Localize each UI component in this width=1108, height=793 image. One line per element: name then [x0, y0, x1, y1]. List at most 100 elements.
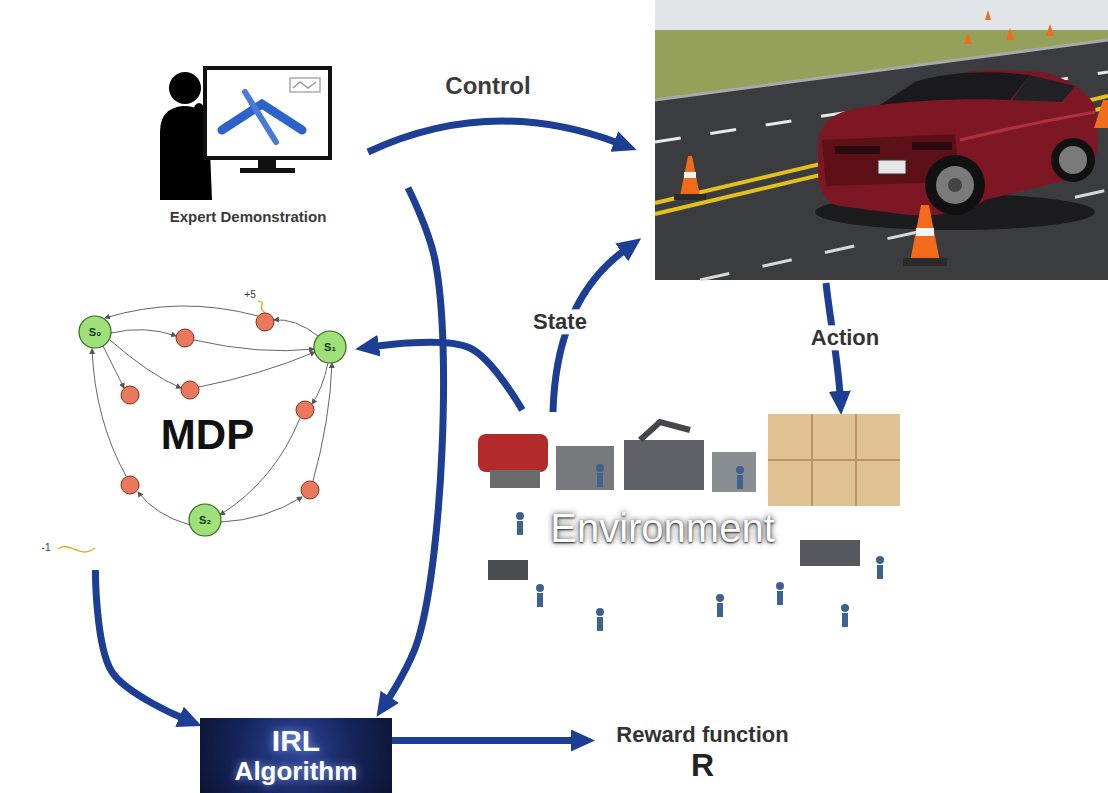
- factory-scene: [490, 470, 540, 488]
- expert-icon: [169, 72, 201, 104]
- driving-scene: [1051, 138, 1095, 182]
- driving-scene: [948, 178, 962, 192]
- factory-scene: [517, 521, 523, 535]
- mdp-graph: [199, 352, 315, 387]
- node-caption: Expert Demonstration: [170, 208, 327, 226]
- driving-scene: [684, 172, 696, 178]
- mdp-graph: [138, 492, 190, 525]
- mdp-graph: [274, 320, 318, 336]
- expert-icon: [293, 82, 316, 88]
- mdp-state: [79, 316, 111, 348]
- mdp-graph: [312, 363, 328, 404]
- mdp-graph: [313, 363, 332, 481]
- mdp-graph: [105, 306, 258, 318]
- driving-scene: [1012, 75, 1075, 102]
- arrow-label: Action: [807, 325, 883, 350]
- mdp-graph: [194, 340, 314, 351]
- driving-scene: [936, 166, 974, 204]
- node-title: Environment: [550, 506, 775, 550]
- mdp-action: [296, 401, 314, 419]
- flow-arrow: [388, 188, 444, 700]
- state-id: S₁: [324, 341, 336, 354]
- factory-scene: [597, 473, 603, 487]
- factory-scene: [640, 422, 690, 440]
- driving-scene: [674, 194, 706, 200]
- factory-scene: [777, 591, 783, 605]
- mdp-action: [256, 313, 274, 331]
- factory-scene: [624, 440, 704, 490]
- factory-scene: [712, 452, 756, 492]
- flow-arrow: [392, 737, 575, 744]
- actor-node: Expert Demonstration: [88, 55, 408, 232]
- driving-scene: [1046, 24, 1054, 36]
- reward-value: +5: [244, 289, 255, 301]
- environment-blob-shape: [465, 410, 905, 642]
- driving-scene: [912, 142, 952, 150]
- output-node: Reward functionR: [595, 718, 810, 793]
- driving-scene: [880, 72, 1030, 105]
- expert-icon: [290, 78, 320, 92]
- driving-scene: [680, 156, 700, 196]
- state-diagram: MDP: [60, 300, 355, 570]
- factory-scene: [876, 556, 884, 564]
- factory-scene: [516, 464, 884, 631]
- factory-scene: [556, 446, 614, 490]
- driving-scene: [835, 146, 880, 154]
- reward-squiggle: [258, 301, 265, 313]
- driving-scene: [985, 10, 991, 20]
- expert-icon: [240, 168, 295, 173]
- arrow-label: State: [529, 309, 591, 334]
- driving-scene: [960, 112, 1095, 140]
- algorithm-box: IRLAlgorithm: [200, 718, 392, 793]
- expert-icon: [245, 92, 276, 142]
- factory-scene: [478, 434, 548, 472]
- state-id: S₂: [199, 514, 211, 527]
- mdp-action: [121, 313, 319, 499]
- reward-value: -1: [42, 542, 51, 554]
- flow-arrow: [368, 121, 618, 152]
- state-diagram-shape: [65, 305, 353, 562]
- environment-blob: Environment: [460, 410, 905, 645]
- mdp-graph: [110, 340, 181, 388]
- flow-arrow: [95, 570, 183, 718]
- mdp-graph: [92, 349, 126, 476]
- factory-scene: [877, 565, 883, 579]
- reward-squiggle: [58, 547, 95, 552]
- mdp-action: [181, 381, 199, 399]
- expert-icon: [160, 68, 330, 200]
- mdp-graph: [103, 346, 124, 388]
- node-subtitle: Algorithm: [235, 757, 358, 786]
- driving-scene: [1059, 146, 1087, 174]
- factory-scene: [716, 594, 724, 602]
- expert-icon: [258, 158, 276, 168]
- factory-scene: [800, 540, 860, 566]
- factory-scene: [537, 593, 543, 607]
- driving-scene: [878, 160, 906, 174]
- driving-scene: [1006, 28, 1014, 40]
- factory-scene: [841, 604, 849, 612]
- driving-scene: [1094, 100, 1108, 128]
- factory-scene: [596, 608, 604, 616]
- factory-scene: [737, 475, 743, 489]
- driving-scene: [916, 228, 934, 236]
- factory-scene: [478, 414, 900, 631]
- mdp-graph: [221, 497, 302, 522]
- mdp-state: [314, 331, 346, 363]
- factory-scene: [536, 584, 544, 592]
- mdp-graph: [111, 330, 176, 336]
- factory-scene: [488, 560, 528, 580]
- mdp-state: [79, 316, 346, 536]
- factory-scene: [736, 466, 744, 474]
- node-title: Reward function: [616, 722, 788, 748]
- factory-scene: [596, 464, 604, 472]
- mdp-action: [301, 481, 319, 499]
- mdp-state: [189, 504, 221, 536]
- factory-scene: [768, 414, 900, 506]
- factory-scene: [717, 603, 723, 617]
- factory-scene: [842, 613, 848, 627]
- driving-scene: [903, 258, 947, 266]
- driving-scene: [910, 205, 940, 262]
